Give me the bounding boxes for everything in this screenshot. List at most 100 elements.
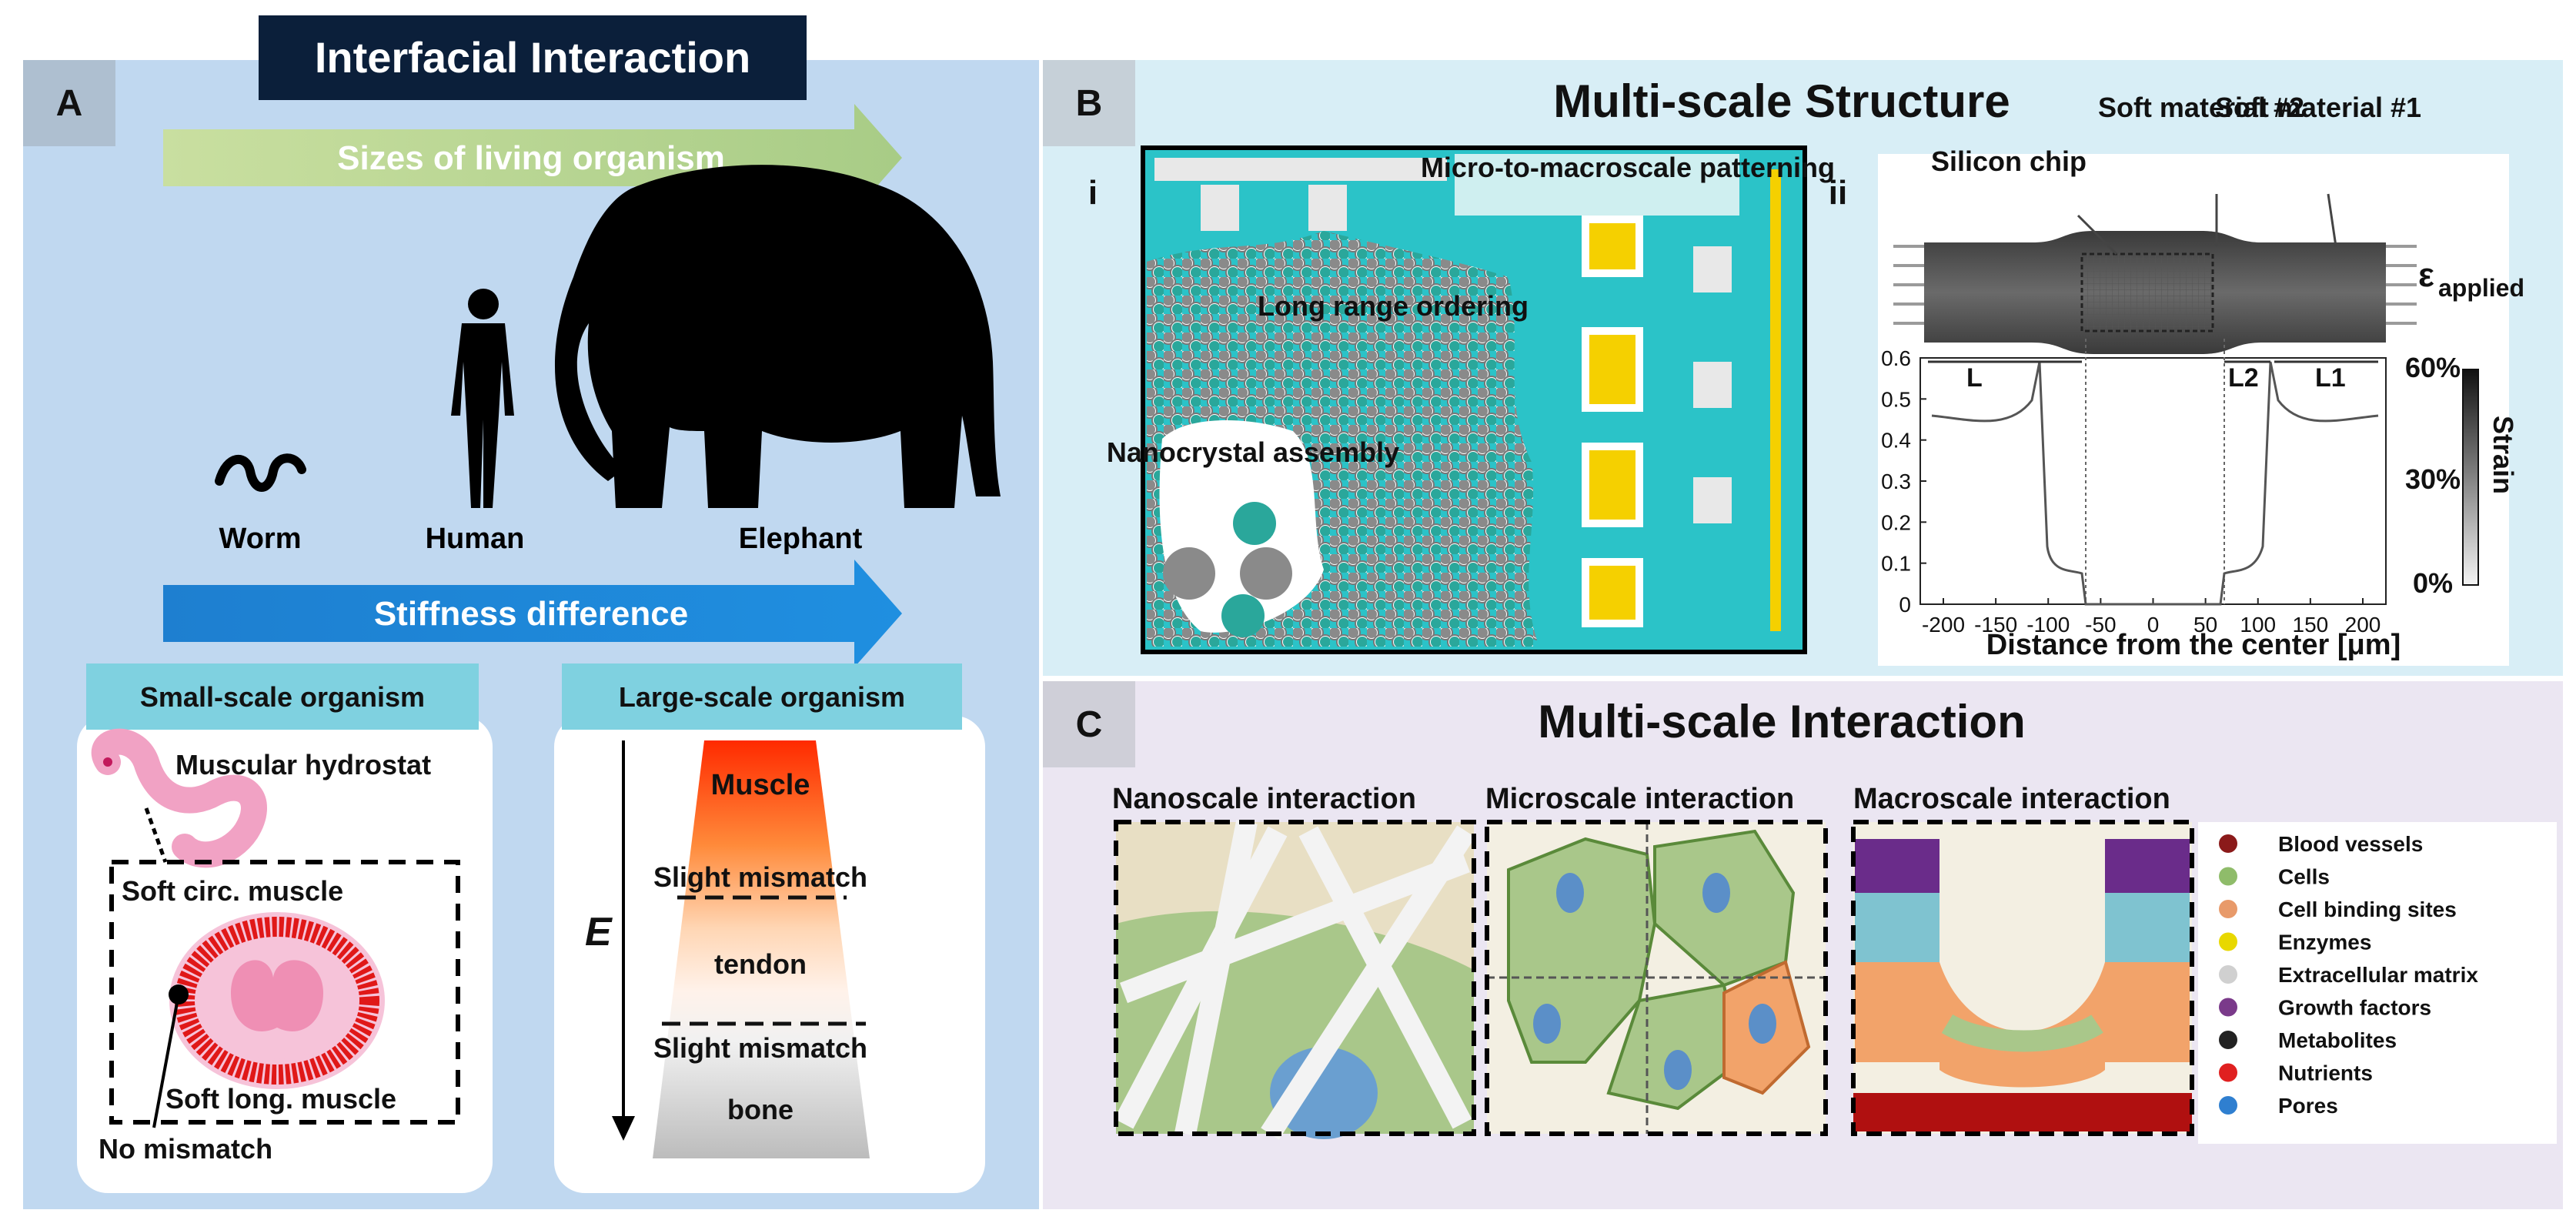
x-tick-label: 200 [2345,613,2381,637]
worm-cross-section-frame [109,860,460,1125]
legend-swatch [2219,998,2237,1017]
small-scale-title-box [86,663,479,730]
sizes-arrow-label: Sizes of living organism [337,139,725,177]
legend-label: Extracellular matrix [2278,963,2478,987]
panel-b-ii-roman: ii [1829,174,1847,212]
panel-a-letter: A [56,83,83,124]
microscale-scene [1485,820,1828,1136]
legend-swatch [2219,834,2237,853]
label-nanocrystal-assembly: Nanocrystal assembly [1107,436,1399,468]
panel-c: C Multi-scale Interaction Nanoscale inte… [1043,681,2563,1209]
x-tick-label: -50 [2085,613,2116,637]
large-scale-title: Large-scale organism [619,681,905,713]
strain-plot: -200 -150 -100 -50 0 50 100 150 200 0 0.1 0.2 0.3 0.4… [1881,339,2387,637]
segment-label-L1: L1 [2315,363,2346,393]
layer-slight-mismatch-2: Slight mismatch [653,1032,867,1064]
layer-slight-mismatch-1: Slight mismatch [653,861,867,893]
stiffness-arrow [163,560,902,667]
label-soft-material-1: Soft material #1 [2215,92,2421,123]
strain-profile-line [1931,361,2379,606]
strain-colorbar [2462,369,2479,586]
label-epsilon: ε [2418,256,2434,294]
panel-b: B Multi-scale Structure i Micro- [1043,60,2563,676]
panel-b-letter-box [1043,60,1135,146]
layer-muscle: Muscle [711,769,810,801]
organism-label-elephant: Elephant [739,523,863,555]
y-tick-label: 0 [1899,593,1911,617]
stiffness-axis-label: E [585,910,613,954]
y-tick-label: 0.3 [1881,470,1911,493]
x-tick-label: 100 [2240,613,2276,637]
segment-label-L2: L2 [2228,363,2259,393]
label-muscular-hydrostat: Muscular hydrostat [175,749,431,780]
panel-c-letter: C [1076,704,1103,745]
label-long-range-ordering: Long range ordering [1258,290,1529,322]
stiffness-axis-arrowhead [612,1116,635,1141]
x-tick-label: -150 [1974,613,2017,637]
worm-cross-section-icon [169,912,385,1089]
organism-label-worm: Worm [219,523,302,555]
label-no-mismatch: No mismatch [99,1133,272,1165]
legend-label: Enzymes [2278,931,2371,954]
legend-swatch [2219,1031,2237,1049]
subtitle-microscale: Microscale interaction [1485,783,1794,815]
panel-b-title: Multi-scale Structure [1553,75,2010,127]
legend-swatch [2219,965,2237,984]
strain-plot-xlabel: Distance from the center [μm] [1986,629,2401,661]
legend-swatch [2219,1096,2237,1115]
segment-label-L: L [1966,363,1983,393]
x-tick-label: -100 [2026,613,2070,637]
label-soft-material-2: Soft material #2 [2098,92,2304,123]
panel-a-letter-box [23,60,115,146]
chip-pointer [2077,214,2118,256]
legend-swatch [2219,1063,2237,1082]
nanocrystal-schematic [1141,145,1807,654]
legend-label: Growth factors [2278,996,2431,1020]
y-tick-label: 0.4 [1881,429,1911,453]
colorbar-title: Strain [2487,416,2519,494]
silicon-chip-region [2080,252,2214,333]
legend-swatch [2219,900,2237,918]
layer-bone: bone [727,1094,794,1125]
y-tick-label: 0.2 [1881,510,1911,534]
hydrostat-pointer [144,807,168,863]
legend-label: Blood vessels [2278,832,2423,856]
label-soft-long-muscle: Soft long. muscle [165,1083,396,1115]
label-silicon-chip: Silicon chip [1931,145,2087,177]
tissue-stack [653,740,870,1158]
colorbar-tick-60: 60% [2405,352,2461,383]
y-tick-label: 0.6 [1881,346,1911,370]
legend-label: Metabolites [2278,1028,2397,1052]
x-tick-label: 150 [2293,613,2329,637]
panel-c-title: Multi-scale Interaction [1538,696,2025,747]
label-epsilon-sub: applied [2438,274,2524,302]
legend-label: Nutrients [2278,1061,2373,1085]
legend-label: Pores [2278,1094,2338,1118]
legend-background [2198,822,2557,1144]
colorbar-tick-30: 30% [2405,463,2461,495]
label-soft-circ-muscle: Soft circ. muscle [122,875,343,907]
x-tick-label: -200 [1922,613,1965,637]
worm-icon [215,453,306,492]
y-tick-label: 0.1 [1881,552,1911,576]
large-scale-title-box [562,663,962,730]
small-scale-title: Small-scale organism [140,681,425,713]
soft1-pointer [2327,193,2337,247]
panel-b-i-roman: i [1088,174,1098,212]
label-micro-to-macroscale: Micro-to-macroscale patterning [1421,152,1835,183]
pink-worm-icon [91,728,267,868]
x-tick-label: 50 [2193,613,2217,637]
panel-a: A Interfacial Interaction Sizes of livin… [23,15,1039,1209]
nanoscale-scene [1114,820,1476,1140]
x-tick-label: 0 [2147,613,2160,637]
legend-swatch [2219,932,2237,951]
subtitle-macroscale: Macroscale interaction [1853,783,2170,815]
elephant-icon [554,165,1001,508]
human-icon [451,289,514,508]
panel-b-letter: B [1076,83,1103,124]
colorbar-tick-0: 0% [2413,567,2453,599]
panel-a-header: Interfacial Interaction [315,33,750,82]
stiffness-arrow-label: Stiffness difference [374,595,688,633]
